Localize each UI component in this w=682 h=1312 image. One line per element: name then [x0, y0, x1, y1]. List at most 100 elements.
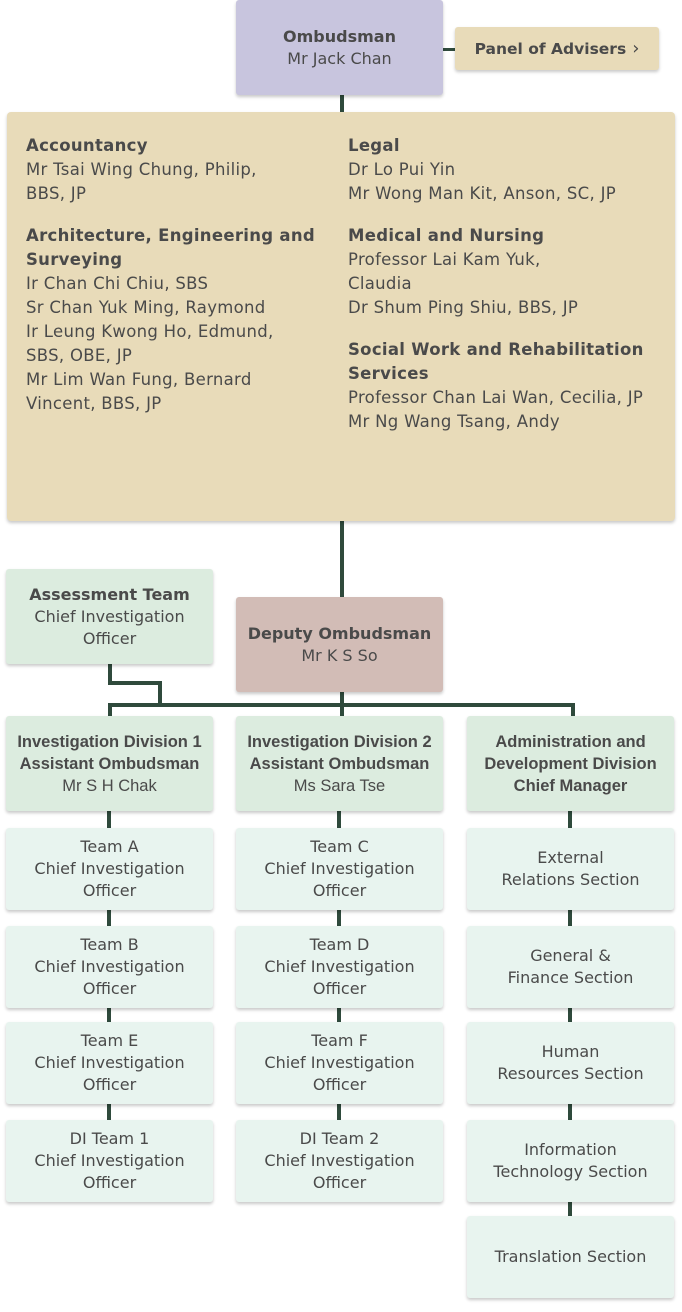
- connector-team: [107, 1104, 111, 1120]
- team-line: Chief Investigation: [34, 957, 185, 976]
- connector-panel-deputy: [340, 521, 344, 597]
- team-line: Chief Investigation: [34, 1151, 185, 1170]
- adviser-member: Ir Leung Kwong Ho, Edmund,: [26, 322, 274, 341]
- division-head-name: Ms Sara Tse: [293, 776, 386, 795]
- connector-bus-div1: [108, 703, 112, 716]
- assessment-title: Assessment Team: [29, 584, 190, 604]
- adviser-member: Professor Chan Lai Wan, Cecilia, JP: [348, 388, 644, 407]
- connector-team: [568, 1104, 572, 1120]
- adviser-member: Dr Shum Ping Shiu, BBS, JP: [348, 298, 579, 317]
- adviser-group: Legal Dr Lo Pui Yin Mr Wong Man Kit, Anson…: [348, 134, 668, 206]
- connector-team: [337, 1008, 341, 1022]
- connector-assessment-down: [108, 664, 112, 683]
- team-line: Officer: [312, 881, 367, 900]
- team-line: Translation Section: [494, 1247, 647, 1266]
- panel-of-advisers-button[interactable]: Panel of Advisers ›: [455, 27, 659, 70]
- connector-assessment-elbow: [108, 681, 162, 685]
- team-line: Team F: [311, 1031, 368, 1050]
- team-line: Team C: [310, 837, 369, 856]
- team-line: External: [537, 848, 604, 867]
- team-line: Finance Section: [507, 968, 634, 987]
- connector-team: [107, 910, 111, 926]
- division-title-line: Assistant Ombudsman: [249, 754, 430, 773]
- ombudsman-name: Mr Jack Chan: [287, 48, 392, 68]
- team-line: Human: [541, 1042, 600, 1061]
- team-line: Team E: [80, 1031, 139, 1050]
- connector-ombudsman-advisers: [443, 48, 455, 51]
- connector-team: [107, 1008, 111, 1022]
- team-line: Officer: [82, 881, 137, 900]
- team-line: Team A: [80, 837, 139, 856]
- ombudsman-title: Ombudsman: [283, 26, 396, 46]
- connector-team: [337, 1104, 341, 1120]
- adviser-member: Mr Wong Man Kit, Anson, SC, JP: [348, 184, 616, 203]
- connector-bus-div3: [571, 703, 575, 716]
- connector-team: [568, 1008, 572, 1022]
- connector-team: [107, 811, 111, 828]
- adviser-group-title: Legal: [348, 136, 400, 155]
- team-box: General & Finance Section: [467, 926, 674, 1008]
- adviser-member: Ir Chan Chi Chiu, SBS: [26, 274, 209, 293]
- adviser-member: Claudia: [348, 274, 412, 293]
- assessment-line: Officer: [82, 628, 137, 648]
- team-line: Technology Section: [493, 1162, 648, 1181]
- deputy-ombudsman-box: Deputy Ombudsman Mr K S So: [236, 597, 443, 692]
- connector-assessment-join: [158, 681, 162, 706]
- advisers-column-right: Legal Dr Lo Pui Yin Mr Wong Man Kit, Anson…: [348, 134, 668, 452]
- division-box: Investigation Division 1 Assistant Ombuds…: [6, 716, 213, 811]
- deputy-title: Deputy Ombudsman: [247, 623, 432, 643]
- connector-horizontal-bus: [108, 703, 575, 707]
- adviser-member: SBS, OBE, JP: [26, 346, 133, 365]
- deputy-name: Mr K S So: [301, 645, 378, 665]
- adviser-group-title: Accountancy: [26, 136, 148, 155]
- ombudsman-box: Ombudsman Mr Jack Chan: [236, 0, 443, 95]
- team-line: Chief Investigation: [34, 859, 185, 878]
- adviser-member: Mr Lim Wan Fung, Bernard: [26, 370, 252, 389]
- panel-of-advisers-label: Panel of Advisers: [474, 39, 627, 58]
- connector-team: [568, 811, 572, 828]
- connector-ombudsman-panel: [340, 95, 344, 113]
- division-title-line: Investigation Division 1: [17, 732, 202, 751]
- division-title-line: Development Division: [484, 754, 657, 773]
- adviser-member: Professor Lai Kam Yuk,: [348, 250, 541, 269]
- team-line: DI Team 1: [69, 1129, 150, 1148]
- team-line: Officer: [82, 979, 137, 998]
- team-line: DI Team 2: [299, 1129, 380, 1148]
- adviser-member: Dr Lo Pui Yin: [348, 160, 456, 179]
- adviser-member: Vincent, BBS, JP: [26, 394, 162, 413]
- division-title-line: Chief Manager: [513, 776, 628, 795]
- team-line: Officer: [312, 1173, 367, 1192]
- assessment-team-box: Assessment Team Chief Investigation Offi…: [6, 569, 213, 664]
- team-line: Relations Section: [501, 870, 640, 889]
- team-box: Translation Section: [467, 1216, 674, 1298]
- division-title-line: Assistant Ombudsman: [19, 754, 200, 773]
- team-line: General &: [530, 946, 611, 965]
- team-line: Chief Investigation: [264, 1151, 415, 1170]
- chevron-right-icon: ›: [632, 38, 640, 59]
- team-line: Chief Investigation: [34, 1053, 185, 1072]
- team-line: Officer: [312, 979, 367, 998]
- assessment-line: Chief Investigation: [34, 606, 185, 626]
- division-title-line: Administration and: [495, 732, 646, 751]
- team-line: Information: [524, 1140, 617, 1159]
- adviser-member: BBS, JP: [26, 184, 87, 203]
- team-line: Team D: [309, 935, 370, 954]
- connector-team: [337, 910, 341, 926]
